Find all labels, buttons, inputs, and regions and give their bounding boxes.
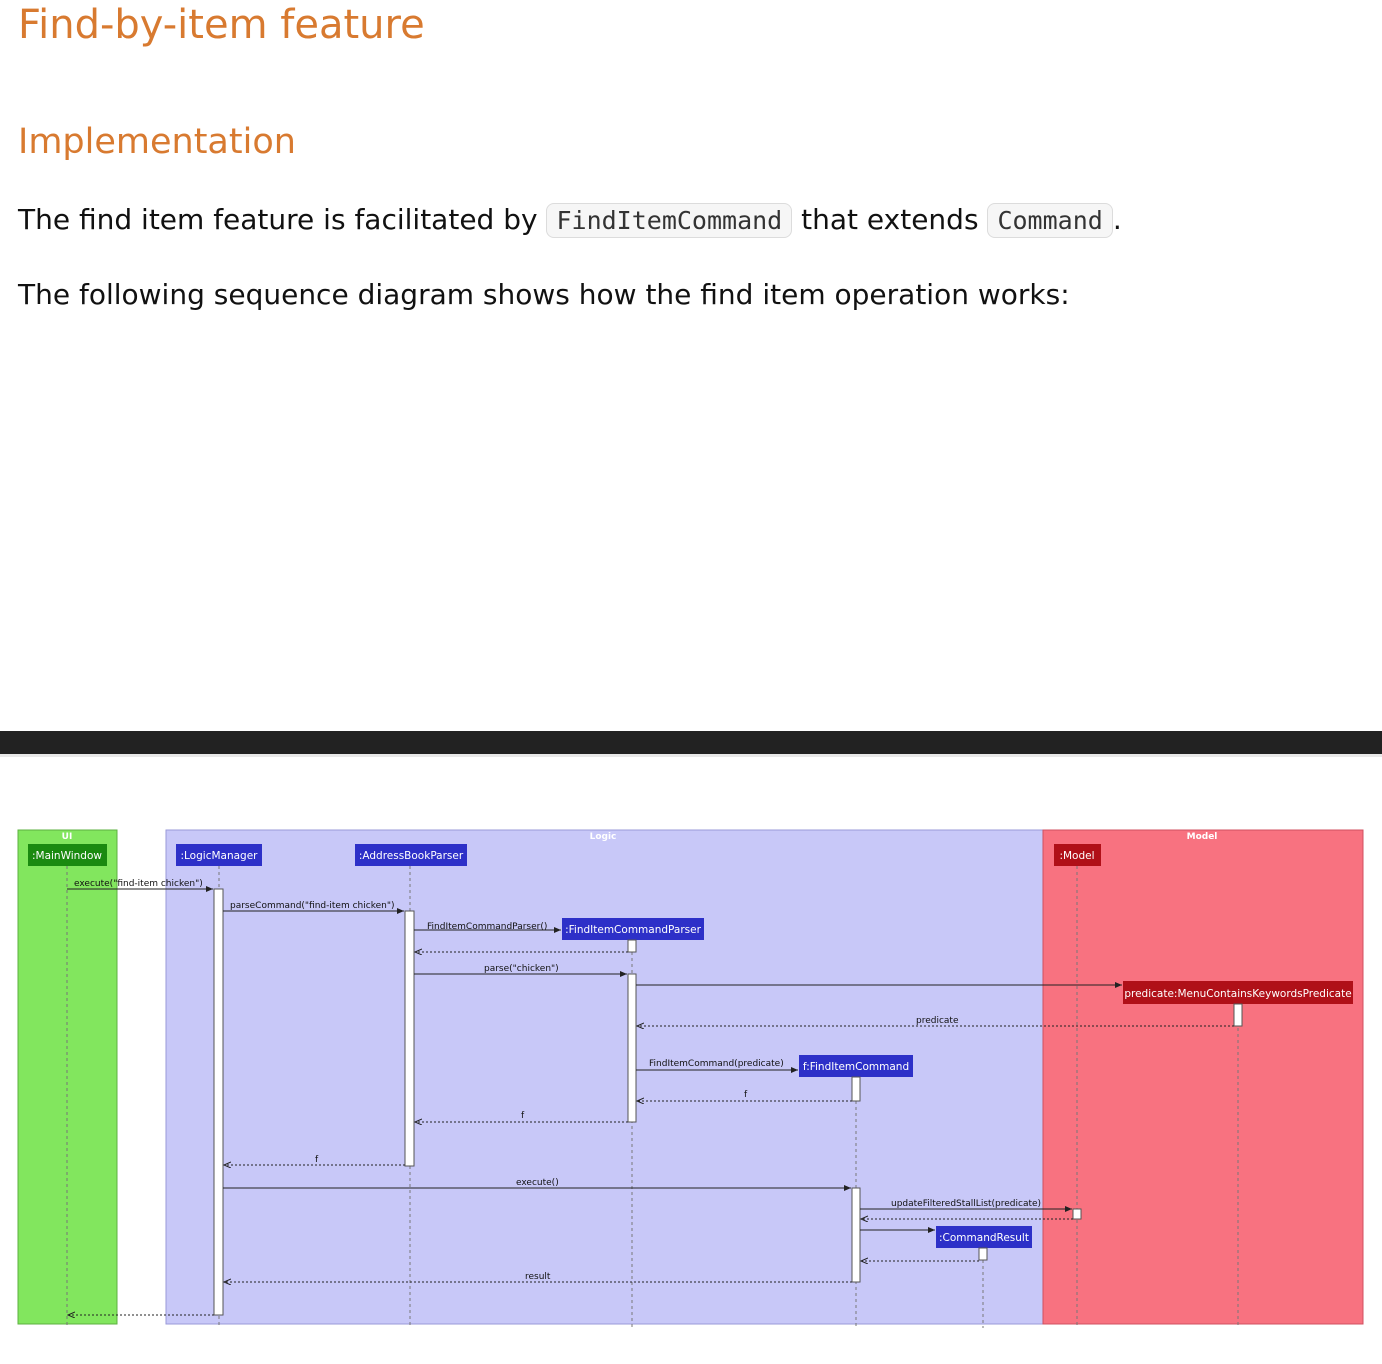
label-parse-command: parseCommand("find-item chicken") — [230, 901, 394, 911]
model-box — [1042, 829, 1364, 1325]
label-predicate-return: predicate — [916, 1016, 959, 1026]
label-execute-call: execute("find-item chicken") — [74, 879, 203, 889]
logic-manager-participant — [176, 844, 262, 866]
main-window-participant — [28, 844, 107, 866]
activation-model — [1072, 1208, 1082, 1220]
model-box-label: Model — [1187, 832, 1218, 842]
model-label: :Model — [1059, 850, 1094, 862]
find-item-command-parser-participant — [562, 918, 704, 940]
activation-logic-manager — [213, 888, 224, 1316]
main-window-label: :MainWindow — [32, 850, 102, 862]
dark-divider-bar — [0, 731, 1382, 754]
activation-find-item-command-ctor — [851, 1076, 861, 1102]
label-parse: parse("chicken") — [484, 964, 559, 974]
activation-address-book-parser — [404, 910, 415, 1167]
label-result: result — [525, 1272, 551, 1282]
activation-find-item-command-parser-ctor — [627, 939, 637, 953]
label-parser-ctor: FindItemCommandParser() — [427, 922, 547, 932]
intro-middle: that extends — [801, 203, 979, 236]
activation-command-result — [978, 1247, 988, 1261]
label-f-return-3: f — [315, 1155, 319, 1165]
intro-prefix: The find item feature is facilitated by — [18, 203, 538, 236]
intro-suffix: . — [1112, 203, 1122, 236]
label-command-ctor: FindItemCommand(predicate) — [649, 1059, 784, 1069]
diagram-intro-paragraph: The following sequence diagram shows how… — [18, 278, 1070, 311]
command-result-participant — [936, 1226, 1032, 1248]
label-update-filtered: updateFilteredStallList(predicate) — [891, 1199, 1041, 1209]
find-item-command-code: FindItemCommand — [546, 203, 793, 238]
command-code: Command — [987, 203, 1113, 238]
address-book-parser-label: :AddressBookParser — [359, 850, 464, 862]
address-book-parser-participant — [355, 844, 467, 866]
find-item-command-label: f:FindItemCommand — [803, 1061, 909, 1073]
logic-manager-label: :LogicManager — [180, 850, 258, 862]
find-item-command-participant — [799, 1055, 913, 1077]
feature-heading: Find-by-item feature — [18, 2, 425, 48]
activation-find-item-command-execute — [851, 1187, 861, 1283]
ui-box-label: UI — [62, 832, 73, 842]
label-f-return-2: f — [521, 1111, 525, 1121]
command-result-label: :CommandResult — [939, 1232, 1029, 1244]
logic-box-label: Logic — [590, 832, 617, 842]
activation-find-item-command-parser-parse — [627, 973, 637, 1123]
model-participant — [1054, 844, 1101, 866]
label-f-return-1: f — [744, 1090, 748, 1100]
intro-paragraph: The find item feature is facilitated by … — [18, 203, 1122, 238]
predicate-label: predicate:MenuContainsKeywordsPredicate — [1124, 988, 1351, 1000]
activation-predicate — [1233, 1003, 1243, 1027]
implementation-heading: Implementation — [18, 122, 296, 162]
label-execute: execute() — [516, 1178, 559, 1188]
find-item-command-parser-label: :FindItemCommandParser — [565, 924, 701, 936]
predicate-participant — [1123, 981, 1353, 1004]
light-divider-line — [0, 754, 1382, 757]
